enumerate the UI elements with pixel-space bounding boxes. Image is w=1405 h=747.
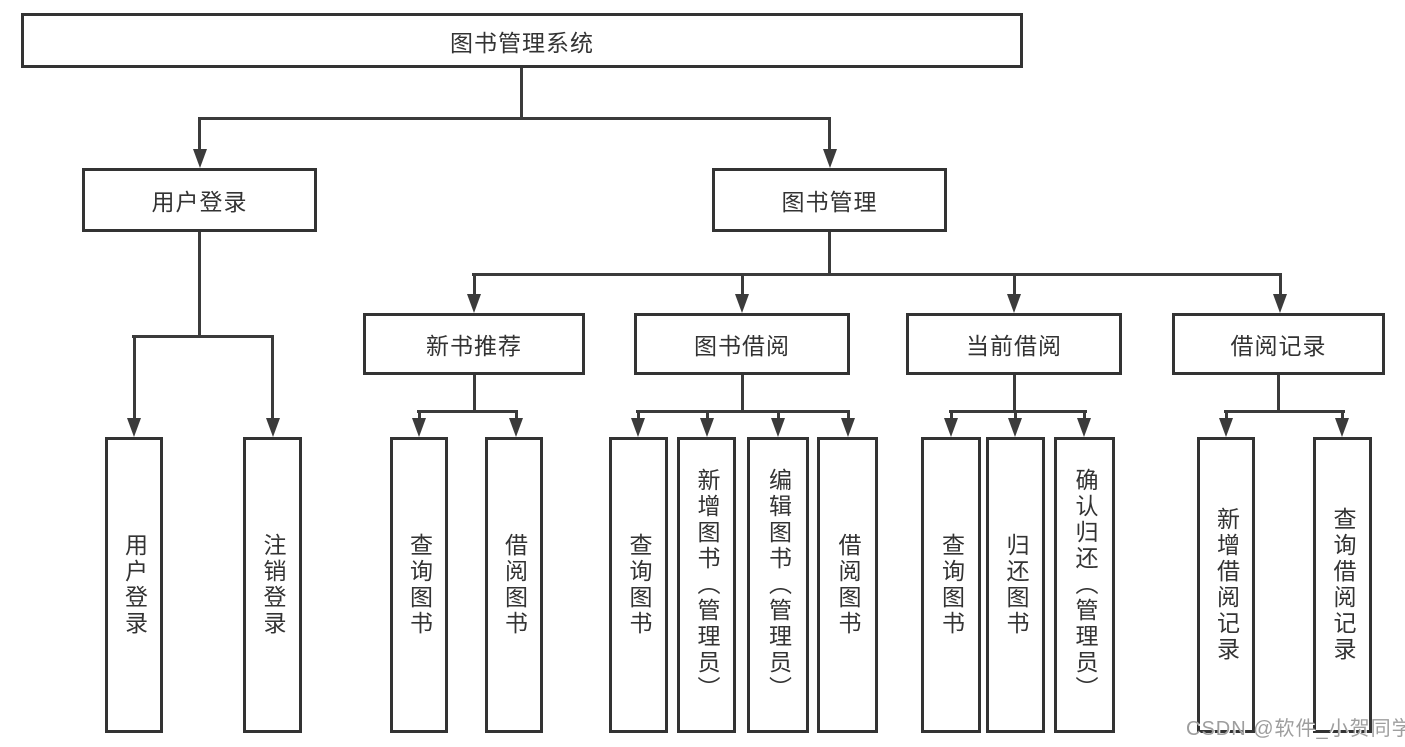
edge-line (1012, 375, 1016, 410)
node-root: 图书管理系统 (21, 13, 1023, 68)
leaf-user-login: 用户登录 (105, 437, 163, 733)
edge-line (776, 410, 780, 418)
arrow-down-icon (1008, 418, 1022, 437)
edge-line (740, 273, 744, 294)
arrow-down-icon (1335, 418, 1349, 437)
edge-line (1082, 410, 1086, 418)
arrow-down-icon (266, 418, 280, 437)
arrow-down-icon (944, 418, 958, 437)
arrow-down-icon (1077, 418, 1091, 437)
leaf-logout: 注销登录 (243, 437, 302, 733)
edge-line (1224, 410, 1345, 413)
node-new-book-recommend: 新书推荐 (363, 313, 585, 375)
leaf-confirm-return-admin: 确认归还（管理员） (1054, 437, 1115, 733)
edge-line (133, 335, 136, 418)
leaf-borrow-books: 借阅图书 (817, 437, 878, 733)
arrow-down-icon (823, 149, 837, 168)
edge-line (520, 68, 523, 117)
node-book-borrow: 图书借阅 (634, 313, 850, 375)
arrow-down-icon (467, 294, 481, 313)
arrow-down-icon (127, 418, 141, 437)
leaf-edit-book-admin: 编辑图书（管理员） (747, 437, 809, 733)
node-current-borrow: 当前借阅 (906, 313, 1122, 375)
edge-line (636, 410, 640, 418)
leaf-add-book-admin: 新增图书（管理员） (677, 437, 736, 733)
edge-line (828, 117, 831, 149)
edge-line (271, 335, 274, 418)
arrow-down-icon (509, 418, 523, 437)
leaf-query-books-recommend: 查询图书 (390, 437, 448, 733)
edge-line (636, 410, 850, 413)
edge-line (417, 410, 421, 418)
leaf-query-borrow-record: 查询借阅记录 (1313, 437, 1372, 733)
watermark: CSDN @软件_小贺同学 (1186, 718, 1405, 740)
edge-line (472, 375, 476, 410)
arrow-down-icon (771, 418, 785, 437)
node-borrow-records: 借阅记录 (1172, 313, 1385, 375)
arrow-down-icon (1007, 294, 1021, 313)
arrow-down-icon (700, 418, 714, 437)
edge-line (1224, 410, 1228, 418)
node-book-management: 图书管理 (712, 168, 947, 232)
arrow-down-icon (412, 418, 426, 437)
leaf-borrow-books-recommend: 借阅图书 (485, 437, 543, 733)
edge-line (472, 273, 476, 294)
edge-line (417, 410, 518, 413)
arrow-down-icon (1273, 294, 1287, 313)
edge-line (472, 273, 1282, 276)
edge-line (1278, 273, 1282, 294)
edge-line (132, 335, 274, 338)
leaf-return-book: 归还图书 (986, 437, 1045, 733)
edge-line (514, 410, 518, 418)
arrow-down-icon (1219, 418, 1233, 437)
edge-line (198, 232, 201, 335)
edge-line (198, 117, 201, 149)
edge-line (949, 410, 953, 418)
edge-line (705, 410, 709, 418)
edge-line (1340, 410, 1344, 418)
edge-line (1277, 375, 1280, 410)
leaf-add-borrow-record: 新增借阅记录 (1197, 437, 1255, 733)
edge-line (949, 410, 1087, 413)
leaf-query-books-current: 查询图书 (921, 437, 981, 733)
edge-line (740, 375, 744, 410)
edge-line (828, 232, 831, 273)
node-user-login: 用户登录 (82, 168, 317, 232)
leaf-query-books-borrow: 查询图书 (609, 437, 668, 733)
arrow-down-icon (631, 418, 645, 437)
arrow-down-icon (735, 294, 749, 313)
edge-line (1012, 273, 1016, 294)
edge-line (1013, 410, 1017, 418)
edge-line (198, 117, 831, 120)
arrow-down-icon (841, 418, 855, 437)
arrow-down-icon (193, 149, 207, 168)
edge-line (846, 410, 850, 418)
